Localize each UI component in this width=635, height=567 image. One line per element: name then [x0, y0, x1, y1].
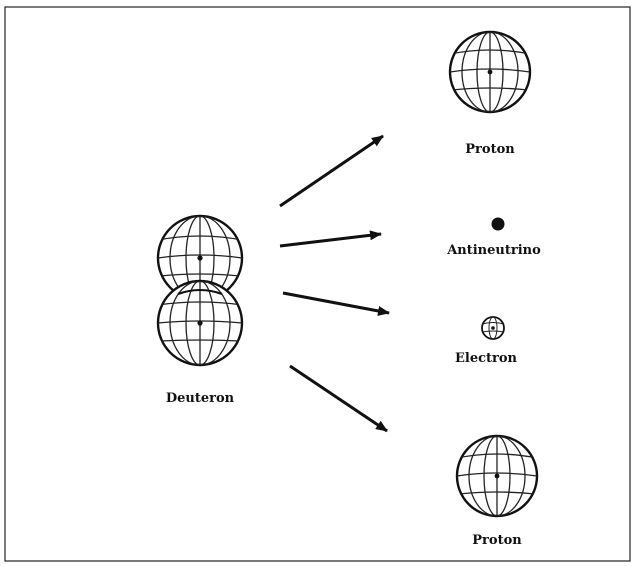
deuteron-icon — [156, 214, 244, 367]
arrow-to-antineutrino — [279, 230, 382, 248]
antineutrino-icon — [491, 217, 505, 231]
proton-bottom-icon — [455, 434, 539, 518]
deuteron-label: Deuteron — [166, 391, 235, 406]
arrow-to-proton-bottom — [289, 364, 388, 433]
arrow-to-proton-top — [279, 134, 384, 208]
deuteron-top-sphere — [156, 214, 244, 302]
deuteron-bottom-sphere — [156, 279, 244, 367]
antineutrino-label: Antineutrino — [446, 243, 541, 258]
proton-bottom-label: Proton — [472, 533, 522, 548]
electron-icon — [481, 316, 505, 340]
figure-border — [4, 6, 631, 562]
proton-top-icon — [448, 30, 532, 114]
electron-label: Electron — [455, 351, 518, 366]
proton-top-label: Proton — [465, 142, 515, 157]
arrow-to-electron — [282, 291, 390, 316]
